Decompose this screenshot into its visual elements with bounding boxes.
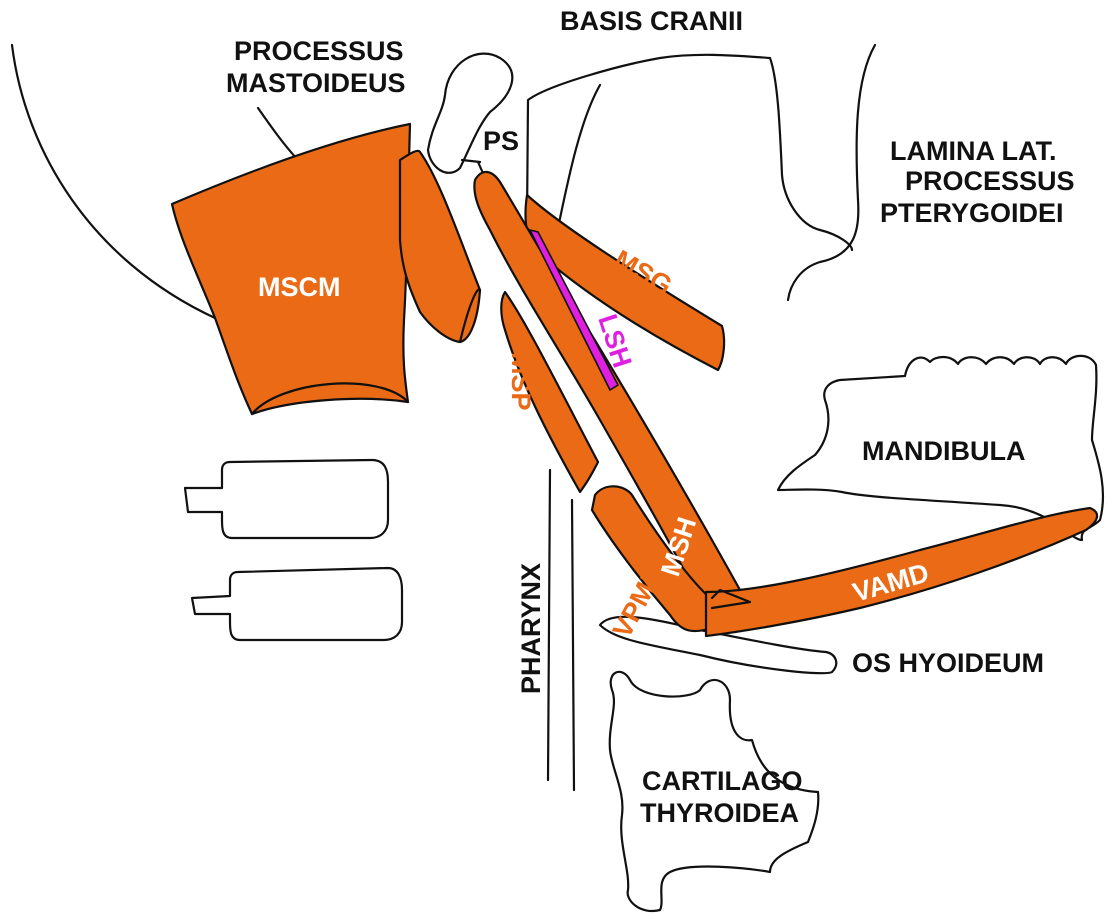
- label-pharynx: PHARYNX: [516, 563, 546, 694]
- mscm-muscle: [172, 124, 410, 414]
- label-mscm: MSCM: [258, 272, 341, 302]
- label-lamina-1: LAMINA LAT.: [890, 136, 1056, 166]
- label-ps: PS: [483, 126, 519, 156]
- label-cartilago-2: THYROIDEA: [640, 798, 799, 828]
- label-basis-cranii: BASIS CRANII: [560, 6, 743, 36]
- label-processus-2: MASTOIDEUS: [226, 68, 406, 98]
- label-msp: MSP: [506, 352, 536, 411]
- pharynx-wall-2: [572, 500, 574, 790]
- label-lamina-3: PTERYGOIDEI: [880, 198, 1064, 228]
- skull-outline: [12, 45, 215, 318]
- label-lamina-2: PROCESSUS: [905, 166, 1075, 196]
- pterygoid-lamina: [788, 45, 875, 300]
- label-cartilago-1: CARTILAGO: [642, 766, 802, 796]
- pharynx-wall: [548, 470, 550, 780]
- vertebra-upper: [185, 460, 388, 538]
- label-processus-1: PROCESSUS: [234, 36, 404, 66]
- mastoid-outline: [258, 108, 298, 160]
- label-os-hyoideum: OS HYOIDEUM: [852, 648, 1044, 678]
- basis-cranii-inner: [558, 85, 600, 228]
- label-mandibula: MANDIBULA: [862, 436, 1025, 466]
- vertebra-lower: [192, 568, 402, 640]
